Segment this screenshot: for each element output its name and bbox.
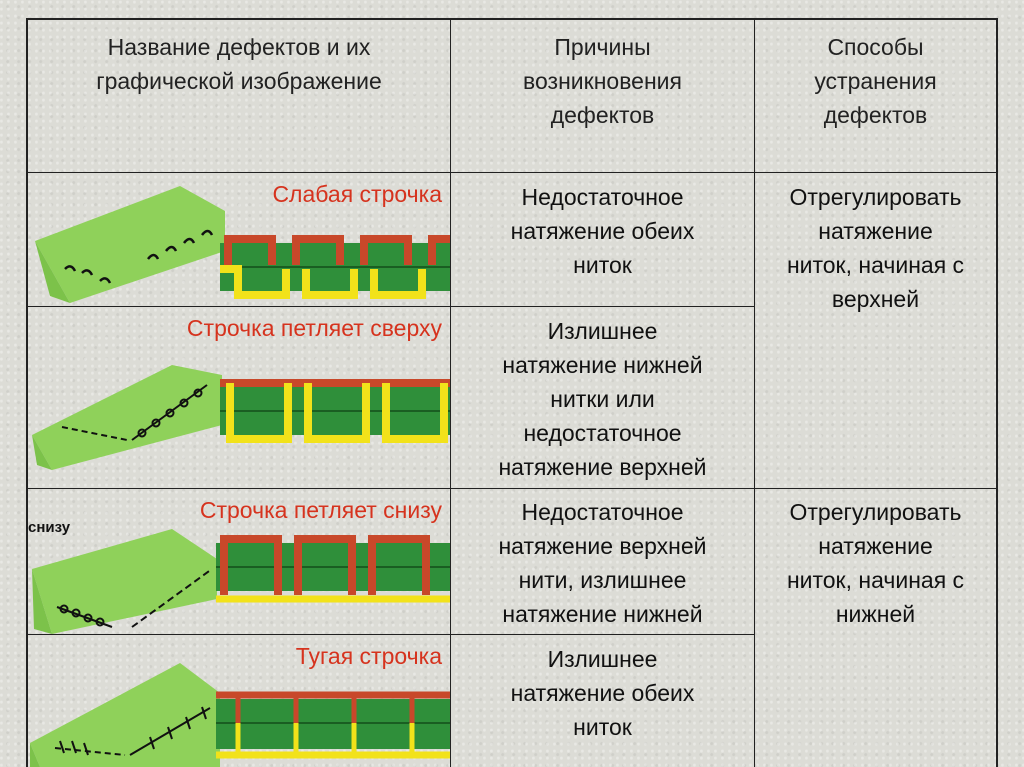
fabric-illustration: [32, 365, 222, 470]
row-divider-2: [26, 488, 998, 489]
stitch-diagram: [220, 235, 450, 299]
defect-name: Слабая строчка: [272, 181, 442, 207]
row-3-defect-cell: Строчка петляет снизу снизу: [28, 489, 450, 634]
row-1-defect-cell: Слабая строчка: [28, 173, 450, 306]
row-4-defect-cell: Тугая строчка: [28, 635, 450, 767]
table-border-top: [26, 18, 998, 20]
header-defect-name: Название дефектов и их графической изобр…: [96, 34, 382, 94]
header-remedies: Способы устранения дефектов: [814, 34, 937, 128]
stitch-diagram: [220, 379, 450, 443]
table-border-left: [26, 18, 28, 767]
row-1-cause-cell: Недостаточное натяжение обеих ниток: [510, 184, 695, 278]
defect-name: Тугая строчка: [295, 643, 442, 669]
row-3-cause-cell: Недостаточное натяжение верхней нити, из…: [498, 499, 707, 627]
fabric-illustration: [30, 663, 220, 767]
table-border-right: [996, 18, 998, 767]
stitch-diagram: [216, 535, 450, 603]
fabric-illustration: [35, 186, 225, 303]
column-divider-1: [450, 18, 451, 767]
remedy-cell-2: Отрегулировать натяжение ниток, начиная …: [786, 499, 965, 627]
snizu-label: снизу: [28, 519, 71, 536]
column-divider-2: [754, 18, 755, 767]
defect-name: Строчка петляет снизу: [199, 497, 442, 523]
row-divider-1: [26, 306, 755, 307]
header-causes: Причины возникновения дефектов: [523, 34, 682, 128]
fabric-illustration: [32, 529, 217, 634]
row-divider-3: [26, 634, 755, 635]
remedy-cell-1: Отрегулировать натяжение ниток, начиная …: [786, 184, 965, 312]
stitch-diagram: [216, 691, 450, 759]
defect-name: Строчка петляет сверху: [186, 315, 442, 341]
row-2-cause-cell: Излишнее натяжение нижней нитки или недо…: [498, 318, 707, 480]
row-4-cause-cell: Излишнее натяжение обеих ниток: [510, 646, 695, 740]
row-2-defect-cell: Строчка петляет сверху: [28, 307, 450, 488]
header-divider: [26, 172, 998, 173]
